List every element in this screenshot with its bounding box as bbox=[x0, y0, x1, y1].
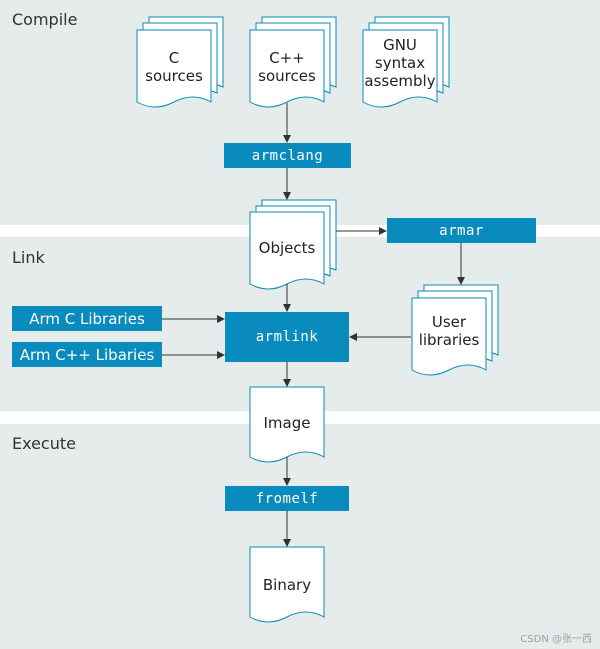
image-doc bbox=[249, 386, 325, 463]
objects-doc-stack bbox=[249, 199, 337, 290]
stage-label-link: Link bbox=[12, 248, 45, 267]
armlink-tool-box: armlink bbox=[225, 312, 349, 362]
image-label: Image bbox=[263, 414, 311, 432]
stage-label-compile: Compile bbox=[12, 10, 78, 29]
fromelf-tool-box: fromelf bbox=[225, 486, 349, 511]
armar-tool-box: armar bbox=[387, 218, 536, 243]
stage-label-execute: Execute bbox=[12, 434, 76, 453]
user-libraries-doc-stack bbox=[411, 284, 499, 376]
binary-doc bbox=[249, 546, 325, 623]
binary-label: Binary bbox=[262, 576, 312, 594]
cpp-sources-doc-stack bbox=[249, 16, 337, 108]
arm-c-libraries-box: Arm C Libraries bbox=[12, 306, 162, 331]
gnu-assembly-doc-stack bbox=[362, 16, 450, 108]
gnu-assembly-label: GNU syntax assembly bbox=[364, 36, 436, 90]
user-libraries-label: User libraries bbox=[418, 313, 480, 349]
armclang-tool-box: armclang bbox=[224, 143, 351, 168]
watermark: CSDN @张一西 bbox=[520, 634, 592, 645]
cpp-sources-label: C++ sources bbox=[258, 49, 316, 85]
objects-label: Objects bbox=[258, 239, 316, 257]
c-sources-doc-stack bbox=[136, 16, 224, 108]
arm-cpp-libraries-box: Arm C++ Libaries bbox=[12, 342, 162, 367]
c-sources-label: C sources bbox=[145, 49, 203, 85]
